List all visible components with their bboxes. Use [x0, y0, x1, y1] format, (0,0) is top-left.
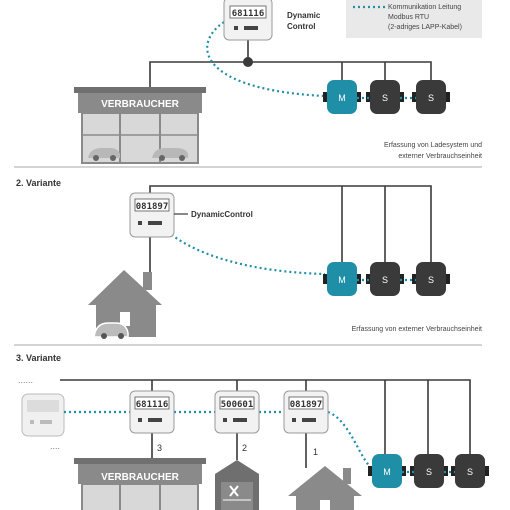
v3-energy-meter-3: 081897	[283, 390, 329, 434]
v3-charger-master: M	[368, 454, 406, 488]
v3-meter3-number: 081897	[290, 400, 323, 410]
v1-meter-number: 681116	[232, 9, 265, 19]
variant-3: 3. Variante ...... .... 681116 3	[16, 353, 489, 510]
v3-meter2-number: 500601	[221, 400, 254, 410]
v3-meter3-index: 1	[313, 447, 318, 457]
legend-text-line2: Modbus RTU	[388, 14, 429, 21]
v3-meter1-number: 681116	[136, 400, 169, 410]
v1-dynamic-control-label1: Dynamic	[287, 11, 321, 20]
v1-charger-m-label: M	[338, 93, 346, 103]
v2-dynamic-control-label: DynamicControl	[191, 210, 253, 219]
v2-charger-m-label: M	[338, 275, 346, 285]
v2-power-line	[149, 185, 432, 272]
v1-caption-line2: externer Verbrauchseinheit	[398, 153, 482, 160]
v2-charger-master: M	[323, 262, 361, 296]
v3-dynamic-control-unit	[21, 393, 65, 437]
tools-icon	[229, 485, 239, 497]
v1-junction-dot	[243, 57, 253, 67]
v3-energy-meter-1: 681116	[129, 390, 175, 434]
v1-energy-meter: 681116	[223, 0, 273, 41]
v2-caption: Erfassung von externer Verbrauchseinheit	[352, 326, 482, 333]
variant-1: 681116 Dynamic Control VERBRAUCHER M	[14, 0, 482, 168]
legend-text-line1: Kommunikation Leitung	[388, 4, 461, 11]
v3-charger-s2-label: S	[467, 467, 473, 477]
v3-energy-meter-2: 500601	[214, 390, 260, 434]
v1-charger-s1-label: S	[382, 93, 388, 103]
v1-charger-s2-label: S	[428, 93, 434, 103]
v3-charger-s1-label: S	[426, 467, 432, 477]
v3-charger-m-label: M	[383, 467, 391, 477]
v2-modbus-line	[159, 224, 326, 276]
v2-title: 2. Variante	[16, 178, 61, 188]
v2-charger-s2-label: S	[428, 275, 434, 285]
v1-building-label: VERBRAUCHER	[101, 99, 180, 110]
v1-modbus-line	[206, 21, 326, 98]
v3-dots-bottom: ....	[50, 441, 60, 451]
v3-charger-slave-1: S	[410, 454, 448, 488]
variant-2: 2. Variante 081897 DynamicControl M	[14, 178, 482, 346]
v3-charger-slave-2: S	[451, 454, 489, 488]
v3-workshop-building	[215, 460, 259, 510]
v1-dynamic-control-label2: Control	[287, 22, 315, 31]
v2-house-icon	[88, 270, 162, 339]
v3-meter1-index: 3	[157, 443, 162, 453]
v3-consumer-building: VERBRAUCHER	[74, 458, 206, 510]
v2-charger-slave-1: S	[366, 262, 404, 296]
v3-power-line	[60, 379, 471, 456]
v2-charger-s1-label: S	[382, 275, 388, 285]
v1-consumer-building: VERBRAUCHER	[74, 87, 206, 164]
v2-meter-number: 081897	[136, 202, 169, 212]
v3-meter2-index: 2	[242, 443, 247, 453]
v3-house-icon	[288, 466, 362, 510]
legend-text-line3: (2-adriges LAPP-Kabel)	[388, 24, 462, 31]
v2-charger-slave-2: S	[412, 262, 450, 296]
v1-caption-line1: Erfassung von Ladesystem und	[384, 142, 482, 149]
v3-building-label: VERBRAUCHER	[101, 472, 180, 483]
v1-charger-slave-2: S	[412, 80, 450, 114]
v3-title: 3. Variante	[16, 353, 61, 363]
v1-charger-master: M	[323, 80, 361, 114]
legend: Kommunikation Leitung Modbus RTU (2-adri…	[346, 0, 482, 38]
v2-energy-meter: 081897	[129, 192, 175, 238]
v1-charger-slave-1: S	[366, 80, 404, 114]
v1-power-line	[149, 61, 432, 87]
v3-dots-top: ......	[18, 375, 33, 385]
